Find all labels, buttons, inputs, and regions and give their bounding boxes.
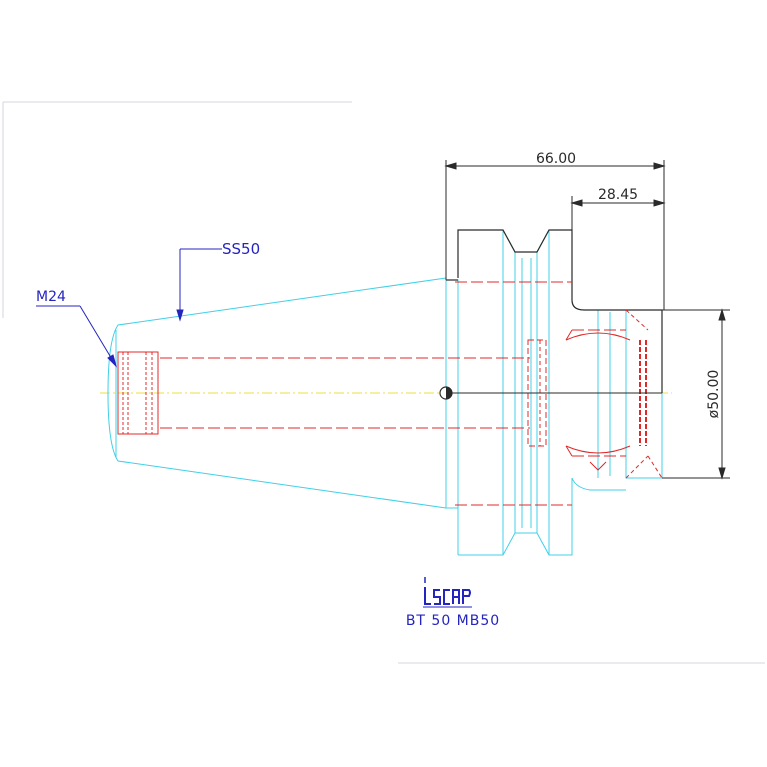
dimension-diameter: [662, 308, 730, 480]
callout-thread: [36, 305, 117, 368]
dimension-diameter-value: ø50.00: [706, 370, 722, 419]
callout-taper-label: SS50: [222, 240, 260, 258]
dimension-flange-length: [570, 196, 666, 230]
sheet-border: [2, 101, 765, 664]
callout-thread-label: M24: [36, 289, 66, 305]
taper-shank-outline: [107, 277, 447, 509]
datum-point: [439, 386, 662, 400]
hidden-bore: [160, 281, 626, 506]
iscar-logo: [423, 577, 472, 608]
dimension-overall-length: [444, 160, 666, 310]
product-code: BT 50 MB50: [406, 613, 500, 629]
hidden-drive-slots: [527, 309, 663, 479]
flange-edges: [446, 229, 663, 393]
hidden-thread: [117, 351, 159, 435]
dimension-overall-length-value: 66.00: [536, 151, 576, 167]
dimension-flange-length-value: 28.45: [598, 187, 638, 203]
callout-taper: [176, 248, 222, 322]
